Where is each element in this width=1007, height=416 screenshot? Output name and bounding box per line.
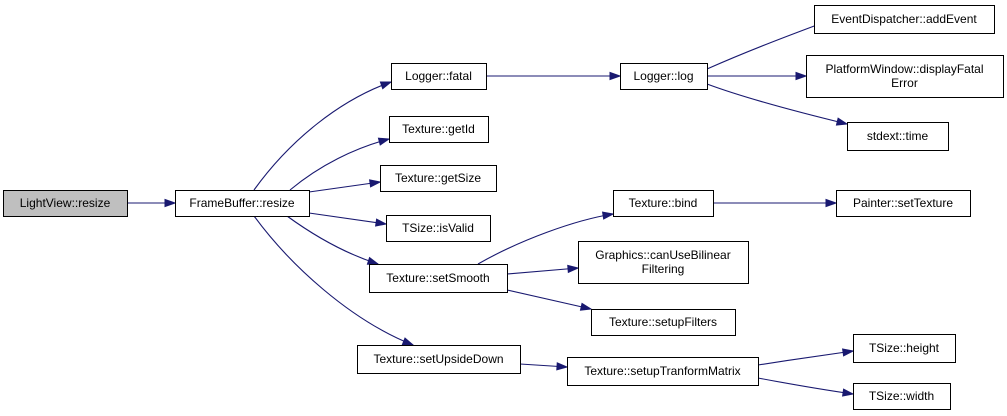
node-box bbox=[613, 190, 714, 217]
arrowhead bbox=[377, 137, 391, 146]
node-label: Texture::setupFilters bbox=[609, 315, 717, 329]
edge-logger_fatal-to-logger_log bbox=[486, 71, 622, 81]
node-box bbox=[578, 241, 749, 284]
node-label: Graphics::canUseBilinear bbox=[595, 248, 730, 262]
arrowhead bbox=[164, 198, 177, 208]
node-box bbox=[369, 264, 508, 293]
node-label: FrameBuffer::resize bbox=[189, 196, 294, 210]
arrowhead bbox=[401, 337, 415, 346]
node-box bbox=[591, 309, 736, 336]
node-box bbox=[357, 345, 521, 374]
edge-framebuffer_resize-to-texture_setupsidedown bbox=[253, 215, 415, 346]
node-label: TSize::isValid bbox=[402, 221, 474, 235]
node-stdext-time[interactable]: stdext::time bbox=[847, 122, 949, 151]
node-label: Texture::setUpsideDown bbox=[373, 352, 503, 366]
edge-texture_setsmooth-to-texture_setupfilters bbox=[506, 289, 593, 311]
node-texture-getsize[interactable]: Texture::getSize bbox=[380, 165, 497, 192]
edge-framebuffer_resize-to-tsize_isvalid bbox=[308, 212, 388, 227]
node-logger-log[interactable]: Logger::log bbox=[620, 63, 708, 90]
node-logger-fatal[interactable]: Logger::fatal bbox=[391, 63, 487, 90]
node-label: Logger::fatal bbox=[405, 69, 472, 83]
arrowhead bbox=[556, 362, 569, 371]
node-box bbox=[391, 63, 487, 90]
node-label: PlatformWindow::displayFatal bbox=[825, 62, 983, 76]
node-box bbox=[847, 122, 949, 151]
arrowhead bbox=[825, 198, 838, 208]
arrowhead bbox=[842, 348, 855, 357]
arrowhead bbox=[601, 211, 615, 220]
node-texture-setupsidedown[interactable]: Texture::setUpsideDown bbox=[357, 345, 521, 374]
arrowhead bbox=[567, 264, 580, 274]
node-label: Texture::bind bbox=[629, 196, 698, 210]
node-label: Texture::setSmooth bbox=[386, 271, 489, 285]
edge-lightview_resize-to-framebuffer_resize bbox=[127, 198, 177, 208]
node-texture-setupfilters[interactable]: Texture::setupFilters bbox=[591, 309, 736, 336]
node-box bbox=[853, 334, 956, 363]
node-label: Painter::setTexture bbox=[853, 196, 953, 210]
node-label: Logger::log bbox=[633, 69, 693, 83]
node-framebuffer-resize[interactable]: FrameBuffer::resize bbox=[175, 190, 310, 217]
arrowhead bbox=[375, 218, 388, 227]
arrowhead bbox=[579, 302, 593, 311]
node-box bbox=[389, 116, 489, 143]
node-eventdispatcher-addevent[interactable]: EventDispatcher::addEvent bbox=[814, 5, 995, 34]
edge-texture_bind-to-painter_settexture bbox=[713, 198, 838, 208]
arrowhead bbox=[835, 117, 849, 126]
node-box bbox=[853, 383, 951, 410]
arrowhead bbox=[366, 256, 380, 265]
node-label: LightView::resize bbox=[20, 196, 111, 210]
arrowhead bbox=[795, 71, 808, 81]
node-lightview-resize[interactable]: LightView::resize bbox=[3, 190, 128, 217]
node-box bbox=[380, 165, 497, 192]
edge-framebuffer_resize-to-logger_fatal bbox=[253, 81, 393, 191]
node-box bbox=[3, 190, 128, 217]
edge-framebuffer_resize-to-texture_getid bbox=[289, 137, 391, 191]
arrowhead bbox=[609, 71, 622, 81]
node-box bbox=[836, 190, 971, 217]
node-label: TSize::width bbox=[869, 389, 934, 403]
edge-texture_setupsidedown-to-texture_setuptranformmatrix bbox=[519, 362, 569, 371]
call-edges bbox=[127, 18, 855, 397]
node-texture-setuptranformmatrix[interactable]: Texture::setupTranformMatrix bbox=[567, 357, 759, 386]
edge-texture_setsmooth-to-graphics_canusebilinear bbox=[506, 264, 580, 275]
node-box bbox=[620, 63, 708, 90]
node-tsize-height[interactable]: TSize::height bbox=[853, 334, 956, 363]
node-label: EventDispatcher::addEvent bbox=[831, 12, 977, 26]
edge-framebuffer_resize-to-texture_getsize bbox=[308, 179, 382, 193]
arrowhead bbox=[842, 388, 855, 397]
call-nodes: LightView::resize FrameBuffer::resize Logg… bbox=[3, 5, 1004, 410]
node-tsize-isvalid[interactable]: TSize::isValid bbox=[386, 215, 491, 242]
edge-texture_setuptranformmatrix-to-tsize_height bbox=[757, 348, 855, 366]
node-painter-settexture[interactable]: Painter::setTexture bbox=[836, 190, 971, 217]
edge-texture_setsmooth-to-texture_bind bbox=[477, 211, 615, 265]
node-texture-bind[interactable]: Texture::bind bbox=[613, 190, 714, 217]
node-box bbox=[814, 5, 995, 34]
node-box bbox=[806, 55, 1004, 98]
node-label: Filtering bbox=[642, 262, 685, 276]
node-label: Texture::getId bbox=[402, 122, 475, 136]
edge-logger_log-to-platformwindow_displayfatalerror bbox=[707, 71, 808, 81]
node-label: TSize::height bbox=[869, 341, 940, 355]
edge-texture_setuptranformmatrix-to-tsize_width bbox=[757, 377, 855, 397]
node-texture-getid[interactable]: Texture::getId bbox=[389, 116, 489, 143]
node-box bbox=[386, 215, 491, 242]
node-label: Texture::getSize bbox=[395, 171, 481, 185]
edge-logger_log-to-stdext_time bbox=[706, 83, 849, 126]
node-label: stdext::time bbox=[867, 129, 929, 143]
arrowhead bbox=[379, 81, 393, 90]
arrowhead bbox=[369, 179, 382, 188]
node-tsize-width[interactable]: TSize::width bbox=[853, 383, 951, 410]
edge-framebuffer_resize-to-texture_setsmooth bbox=[286, 215, 380, 265]
node-label: Texture::setupTranformMatrix bbox=[584, 364, 740, 378]
node-box bbox=[567, 357, 759, 386]
node-box bbox=[175, 190, 310, 217]
node-texture-setsmooth[interactable]: Texture::setSmooth bbox=[369, 264, 508, 293]
node-label: Error bbox=[891, 76, 918, 90]
